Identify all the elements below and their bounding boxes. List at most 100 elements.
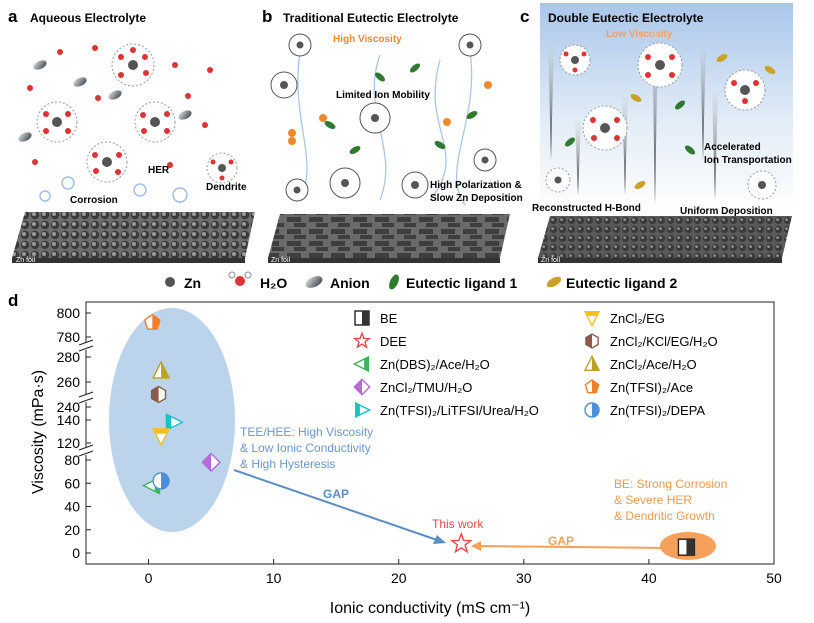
y-tick-label: 60 [64, 475, 80, 491]
label-limited-ion-mobility: Limited Ion Mobility [336, 90, 430, 101]
legend-marker-half-circle [584, 402, 600, 418]
x-axis-label: Ionic conductivity (mS cm⁻¹) [330, 600, 530, 617]
y-tick-label: 0 [72, 545, 80, 561]
axis-break [80, 394, 92, 402]
label-low-viscosity: Low Viscosity [606, 29, 673, 40]
label-high-viscosity: High Viscosity [333, 34, 402, 45]
tee-annotation: TEE/HEE: High Viscosity & Low Ionic Cond… [240, 425, 373, 471]
legend-label: ZnCl₂/TMU/H₂O [380, 380, 472, 395]
legend-marker-hexagon [585, 333, 599, 349]
be-annotation-line-2: & Severe HER [614, 493, 692, 507]
solvation-cluster-icon [86, 141, 128, 183]
x-tick-label: 20 [391, 570, 407, 586]
foil-label-a: Zn foil [16, 257, 36, 264]
tee-annotation-line-3: & High Hysteresis [240, 457, 335, 471]
be-annotation: BE: Strong Corrosion & Severe HER & Dend… [614, 477, 727, 523]
plot-frame [85, 301, 775, 565]
legend-marker-pentagon [584, 379, 600, 394]
axis-break-mark [78, 444, 94, 451]
ligand-chain-icon [288, 81, 492, 145]
data-point-tri-up [151, 360, 171, 379]
data-point-pentagon [143, 313, 161, 330]
panel-c-title: Double Eutectic Electrolyte [548, 11, 704, 25]
axis-break-mark [78, 391, 94, 398]
be-annotation-line-3: & Dendritic Growth [614, 509, 715, 523]
panel-a-title: Aqueous Electrolyte [30, 11, 146, 25]
bubble-icon [39, 176, 188, 203]
panel-c: c Double Eutectic Electrolyte Low Viscos… [520, 3, 793, 264]
legend-marker-star [352, 331, 372, 349]
gap-label-right: GAP [548, 534, 574, 548]
panel-b-title: Traditional Eutectic Electrolyte [283, 11, 459, 25]
data-point-star [449, 531, 473, 554]
x-tick-label: 0 [145, 570, 153, 586]
x-tick-label: 10 [266, 570, 282, 586]
data-point-tri-down [151, 428, 171, 447]
gold-ellipse-icon [546, 276, 562, 288]
legend-label: BE [380, 311, 398, 326]
label-accelerated: Accelerated [704, 142, 761, 153]
dendrite-cluster-icon [206, 152, 238, 184]
this-work-label: This work [432, 517, 484, 531]
label-reconstructed-h-bond: Reconstructed H-Bond [532, 203, 641, 214]
y-tick-label: 260 [57, 374, 81, 390]
label-corrosion: Corrosion [70, 195, 118, 206]
panel-c-molecules [545, 30, 777, 205]
solvation-cluster-icon [545, 42, 777, 200]
panel-a: a Aqueous Electrolyte [8, 7, 255, 264]
legend-label: Zn(DBS)₂/Ace/H₂O [380, 357, 490, 372]
label-slow-deposition: Slow Zn Deposition [430, 193, 523, 204]
green-ellipse-icon [565, 100, 695, 155]
tee-annotation-line-1: TEE/HEE: High Viscosity [240, 425, 373, 439]
y-tick-label: 280 [57, 349, 81, 365]
data-point-hexagon [150, 385, 167, 404]
x-tick-label: 30 [516, 570, 532, 586]
panel-letter-b: b [262, 7, 272, 26]
foil-label-c: Zn foil [541, 257, 561, 264]
axis-break [80, 447, 92, 455]
anion-disk-icon [18, 60, 192, 142]
anion-disk-icon [305, 276, 323, 288]
legend-marker-tri-left [352, 355, 369, 373]
tee-annotation-line-2: & Low Ionic Conductivity [240, 441, 371, 455]
y-tick-label: 800 [57, 305, 81, 321]
data-point-half-circle [152, 472, 170, 490]
y-tick-label: 20 [64, 522, 80, 538]
y-tick-label: 780 [57, 329, 81, 345]
legend-marker-tri-down [583, 311, 601, 328]
label-dendrite: Dendrite [206, 182, 247, 193]
y-tick-label: 40 [64, 499, 80, 515]
chart-legend: BEDEEZn(DBS)₂/Ace/H₂OZnCl₂/TMU/H₂OZn(TFS… [352, 310, 718, 419]
species-label-ligand2: Eutectic ligand 2 [566, 275, 677, 291]
legend-label: ZnCl₂/Ace/H₂O [610, 357, 697, 372]
x-tick-label: 50 [766, 570, 782, 586]
gap-label-left: GAP [323, 487, 349, 501]
gap-arrow-left-head [433, 535, 446, 544]
x-tick-label: 40 [641, 570, 657, 586]
gap-arrow-left [233, 469, 441, 542]
water-molecule-icon [27, 45, 213, 168]
legend-marker-tri-up [583, 354, 601, 371]
y-tick-label: 140 [57, 412, 81, 428]
species-label-ligand1: Eutectic ligand 1 [406, 275, 517, 291]
zn-foil-c [538, 216, 792, 258]
gap-arrow-right-head [471, 541, 481, 551]
panel-letter-d: d [8, 291, 18, 310]
label-high-polarization: High Polarization & [430, 180, 522, 191]
legend-marker-tri-right [355, 401, 372, 419]
legend-marker-diamond [353, 378, 371, 396]
foil-label-b: Zn foil [271, 257, 291, 264]
y-axis-label: Viscosity (mPa·s) [30, 370, 47, 494]
y-tick-label: 240 [57, 399, 81, 415]
y-tick-label: 80 [64, 452, 80, 468]
panel-b-molecules [270, 33, 497, 206]
legend-marker-half-square [354, 310, 370, 326]
axis-break-mark [78, 345, 94, 352]
zn-foil-b [268, 214, 510, 258]
label-her: HER [148, 165, 170, 176]
species-label-water: H₂O [260, 275, 287, 291]
solvation-cluster-icon [36, 101, 78, 143]
panel-a-molecules [18, 43, 238, 203]
